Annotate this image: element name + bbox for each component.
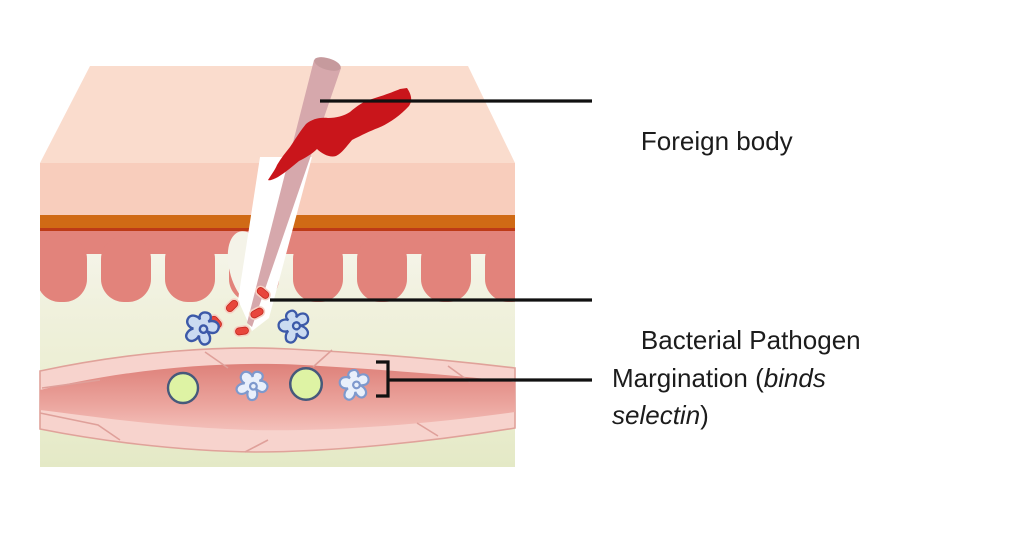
label-margination-italic: binds selectin [612,363,834,430]
label-margination-prefix: Margination ( [612,363,764,393]
label-bacterial-pathogen: Bacterial Pathogen [612,285,942,396]
splinter-top [314,57,341,71]
monocyte-icon [166,371,200,405]
leader-bracket-margination [376,360,592,398]
blood-vessel [39,347,516,453]
monocyte-icon [288,366,324,402]
label-bacterial-pathogen-text: Bacterial Pathogen [640,325,861,355]
skin-top-face [40,66,515,163]
label-foreign-body: Foreign body [612,86,912,197]
label-margination-suffix: ) [700,400,709,430]
label-margination: Margination (binds selectin) [612,360,846,434]
blood-splash-icon [268,88,412,181]
label-foreign-body-text: Foreign body [640,126,793,156]
